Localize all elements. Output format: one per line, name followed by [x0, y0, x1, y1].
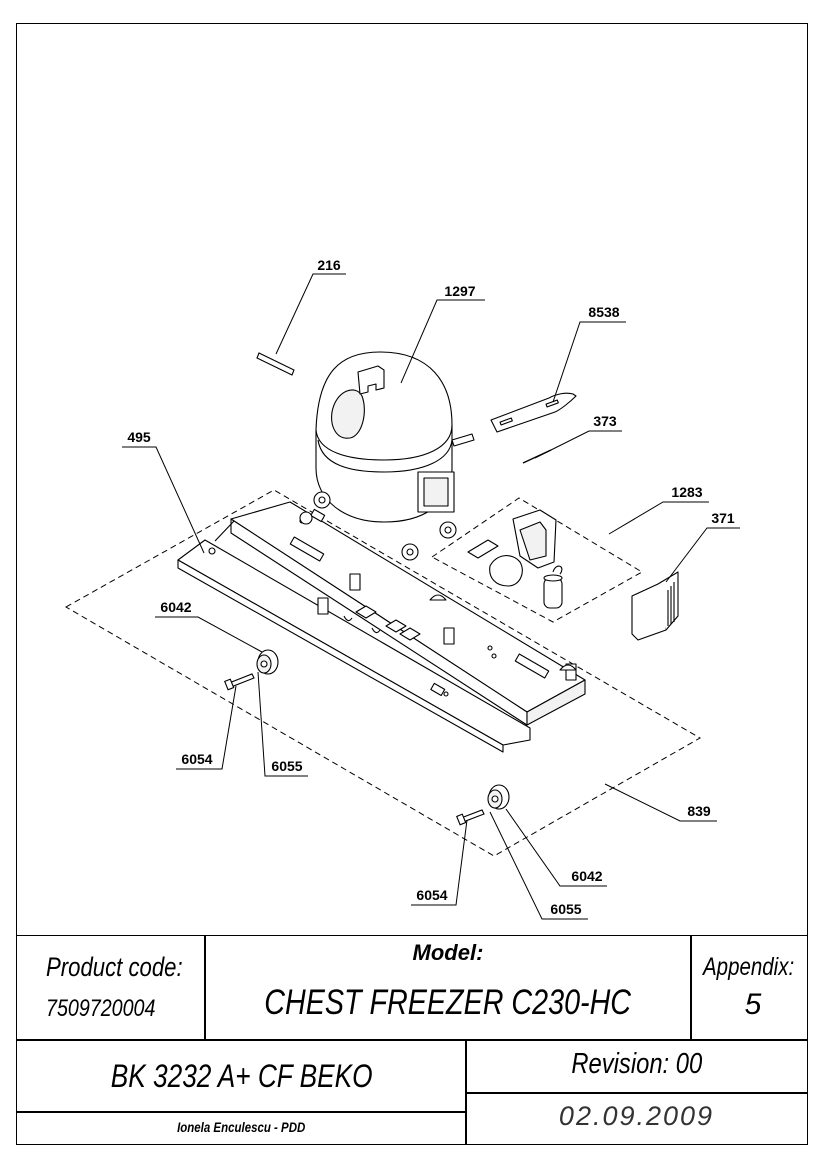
leader-8538	[552, 321, 626, 403]
leader-6054a	[176, 685, 237, 770]
part-label-373: 373	[593, 413, 617, 429]
part-label-495: 495	[127, 429, 151, 445]
bolt-left	[224, 673, 255, 691]
leader-1297	[400, 299, 485, 384]
product-code-label: Product code:	[46, 952, 183, 982]
relay-assembly	[467, 509, 563, 609]
part-label-6054: 6054	[181, 751, 212, 767]
leader-373	[534, 430, 622, 459]
leader-371	[665, 527, 740, 583]
leader-6042b	[505, 808, 607, 887]
leader-216	[275, 273, 346, 355]
part-label-6042: 6042	[571, 868, 602, 884]
leader-6055b	[489, 811, 588, 920]
part-label-216: 216	[317, 257, 341, 273]
appendix-cell	[690, 935, 808, 1041]
revision-label: Revision: 00	[571, 1048, 702, 1080]
relay-assembly-outline	[431, 497, 643, 623]
frame-assembly-outline	[64, 489, 701, 857]
rubber-grommet-left	[256, 649, 279, 675]
rubber-grommet-right	[487, 784, 510, 810]
leader-6055a	[257, 671, 308, 777]
revision-cell	[465, 1039, 808, 1094]
product-code-cell	[16, 935, 206, 1041]
product-code-value: 7509720004	[46, 995, 156, 1022]
leader-839	[604, 783, 717, 822]
part-label-839: 839	[687, 803, 711, 819]
part-label-1283: 1283	[671, 484, 702, 500]
part-label-8538: 8538	[588, 304, 619, 320]
leader-6042a	[155, 616, 263, 653]
model-name: CHEST FREEZER C230-HC	[264, 983, 632, 1022]
mounting-bracket	[490, 392, 577, 433]
compressor	[299, 351, 475, 561]
part-label-371: 371	[711, 510, 735, 526]
model-cell	[204, 935, 692, 1041]
appendix-number: 5	[744, 988, 762, 1021]
appendix-label: Appendix:	[703, 953, 795, 981]
part-label-6055: 6055	[550, 901, 581, 917]
part-label-6042: 6042	[160, 599, 191, 615]
brand-model: BK 3232 A+ CF BEKO	[110, 1058, 373, 1094]
author-cell	[16, 1111, 467, 1145]
part-label-6054: 6054	[416, 887, 447, 903]
model-label: Model:	[412, 940, 484, 965]
relay-cover	[631, 571, 679, 641]
leader-1283	[608, 501, 709, 535]
author-name: Ionela Enculescu - PDD	[177, 1119, 306, 1135]
date-cell	[465, 1092, 808, 1145]
part-label-1297: 1297	[444, 283, 475, 299]
revision-date: 02.09.2009	[558, 1101, 715, 1131]
brand-model-cell	[16, 1039, 467, 1113]
process-tube	[256, 352, 295, 376]
base-frame	[177, 501, 586, 753]
part-label-6055: 6055	[271, 758, 302, 774]
leader-495	[122, 446, 205, 554]
bolt-right	[456, 809, 485, 826]
leader-6054b	[411, 819, 468, 906]
